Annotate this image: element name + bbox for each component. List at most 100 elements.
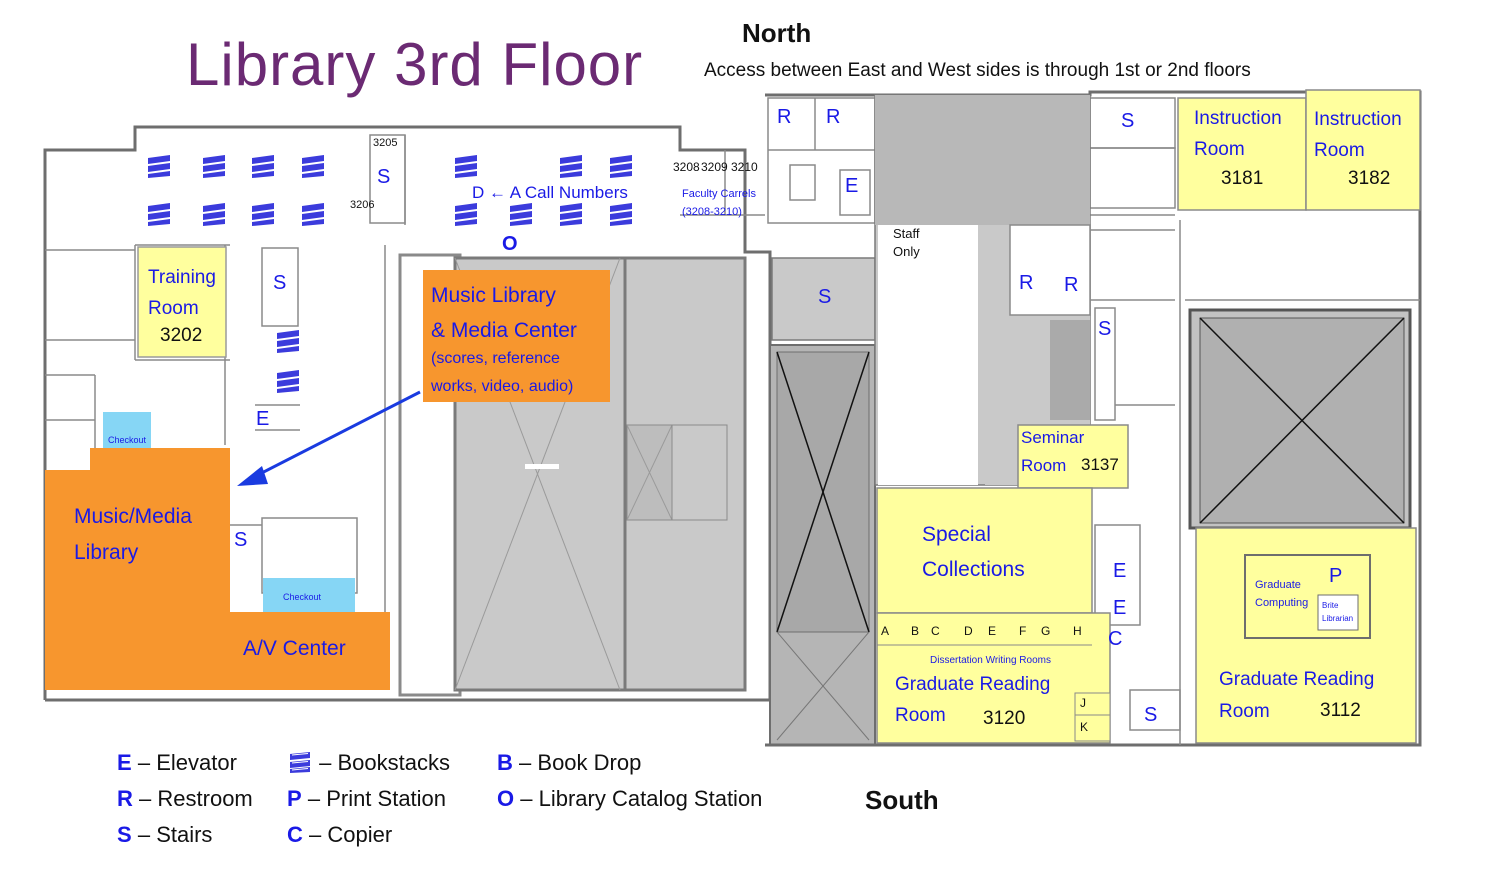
elevator-symbol: E [1113,560,1127,582]
instruction-3182-label: Instruction [1314,109,1402,130]
music-library-label-4: works, video, audio) [431,378,574,395]
catalog-station-symbol: O [502,233,518,255]
checkout-counter-2 [263,578,355,613]
bookstacks-icon [610,155,632,178]
music-library-label: Music Library [431,284,556,307]
print-station-symbol: P [1329,565,1343,587]
legend-label: Copier [327,822,393,847]
legend-dash: – [319,750,332,775]
room-k: K [1080,720,1089,734]
graduate-reading-room-3120 [876,612,1111,744]
graduate-computing-label-2: Computing [1255,597,1309,609]
grad-reading-3112-label: Graduate Reading [1219,669,1375,690]
legend-dash: – [137,750,151,775]
bookstacks-icon [148,203,170,226]
bookstacks-icon [252,203,274,226]
bookstacks-icon [455,203,477,226]
restroom-symbol: R [777,106,792,128]
legend-dash: – [137,822,151,847]
bookstacks-icon [203,203,225,226]
music-library-label-3: (scores, reference [431,350,560,367]
legend-item-elevator: E – Elevator [117,750,237,776]
bookstacks-icon [148,155,170,178]
training-room [137,246,227,358]
instruction-3182-label-2: Room [1314,140,1365,161]
west-walls [45,134,765,697]
training-room-number: 3202 [160,325,203,346]
seminar-label: Seminar [1021,428,1085,447]
restroom-symbol: R [1019,272,1034,294]
call-numbers-label: D ← A Call Numbers [472,183,628,202]
dissertation-room-letter: H [1073,624,1082,638]
restroom-symbol: R [826,106,841,128]
bookstacks-icon [277,330,299,353]
dissertation-room-letter: B [911,624,920,638]
bookstacks-icon [510,203,532,226]
faculty-carrels-label: Faculty Carrels [682,188,756,200]
room-3208: 3208 [673,160,700,174]
brite-librarian-label: Brite [1322,601,1339,610]
training-room-label-2: Room [148,298,199,319]
room-3209: 3209 [701,160,728,174]
stairs-symbol: S [1144,704,1158,726]
dissertation-room-letter: G [1041,624,1051,638]
bookstacks-icon [203,155,225,178]
bookstacks-icon [252,155,274,178]
room-j: J [1080,696,1086,710]
legend-label: Restroom [157,786,253,811]
room-3206: 3206 [350,199,375,211]
legend-dash: – [519,750,532,775]
bookstacks-icon [302,203,324,226]
stairs-symbol: S [273,272,287,294]
dissertation-room-letter: C [931,624,940,638]
stairs-symbol: S [377,166,391,188]
legend-dash: – [307,786,321,811]
stairs-symbol: S [1121,110,1135,132]
staff-only-label-2: Only [893,244,920,259]
staff-only-label: Staff [893,226,920,241]
legend-key: B [497,750,513,775]
elevator-symbol: E [845,175,859,197]
legend-item-catalog: O – Library Catalog Station [497,786,762,812]
legend-key: E [117,750,132,775]
instruction-3181-label: Instruction [1194,108,1282,129]
legend-label: Library Catalog Station [538,786,763,811]
room-3210: 3210 [731,160,758,174]
south-label: South [865,785,939,815]
north-label: North [742,18,812,48]
music-library-box [423,270,610,402]
legend-key: S [117,822,132,847]
legend-key: C [287,822,303,847]
grad-reading-3120-label-2: Room [895,705,946,726]
legend-item-book-drop: B – Book Drop [497,750,641,776]
legend-item-bookstacks: – Bookstacks [287,750,450,776]
legend-key: P [287,786,302,811]
restroom-symbol: R [1064,274,1079,296]
checkout-label-1: Checkout [108,435,147,445]
music-media-label: Music/Media [74,505,192,528]
legend-item-print: P – Print Station [287,786,446,812]
legend-dash: – [139,786,152,811]
room-3205: 3205 [373,137,398,149]
bookstacks-icon [560,203,582,226]
special-collections [876,487,1093,614]
legend-key: R [117,786,133,811]
bookstacks-icon [455,155,477,178]
bookstacks-icon [290,752,310,773]
legend-item-restroom: R – Restroom [117,786,253,812]
instruction-3181-label-2: Room [1194,139,1245,160]
stairs-symbol: S [818,286,832,308]
av-center-label: A/V Center [243,637,346,660]
seminar-number: 3137 [1081,455,1119,474]
instruction-3182-number: 3182 [1348,168,1391,189]
brite-librarian-label-2: Librarian [1322,614,1354,623]
bookstacks-icon [560,155,582,178]
seminar-label-2: Room [1021,456,1067,475]
dissertation-room-letter: A [881,624,890,638]
special-collections-label-2: Collections [922,558,1025,581]
bookstacks-icon-group [148,155,632,393]
elevator-symbol: E [256,408,270,430]
dissertation-label: Dissertation Writing Rooms [930,655,1051,666]
legend-dash: – [309,822,322,847]
